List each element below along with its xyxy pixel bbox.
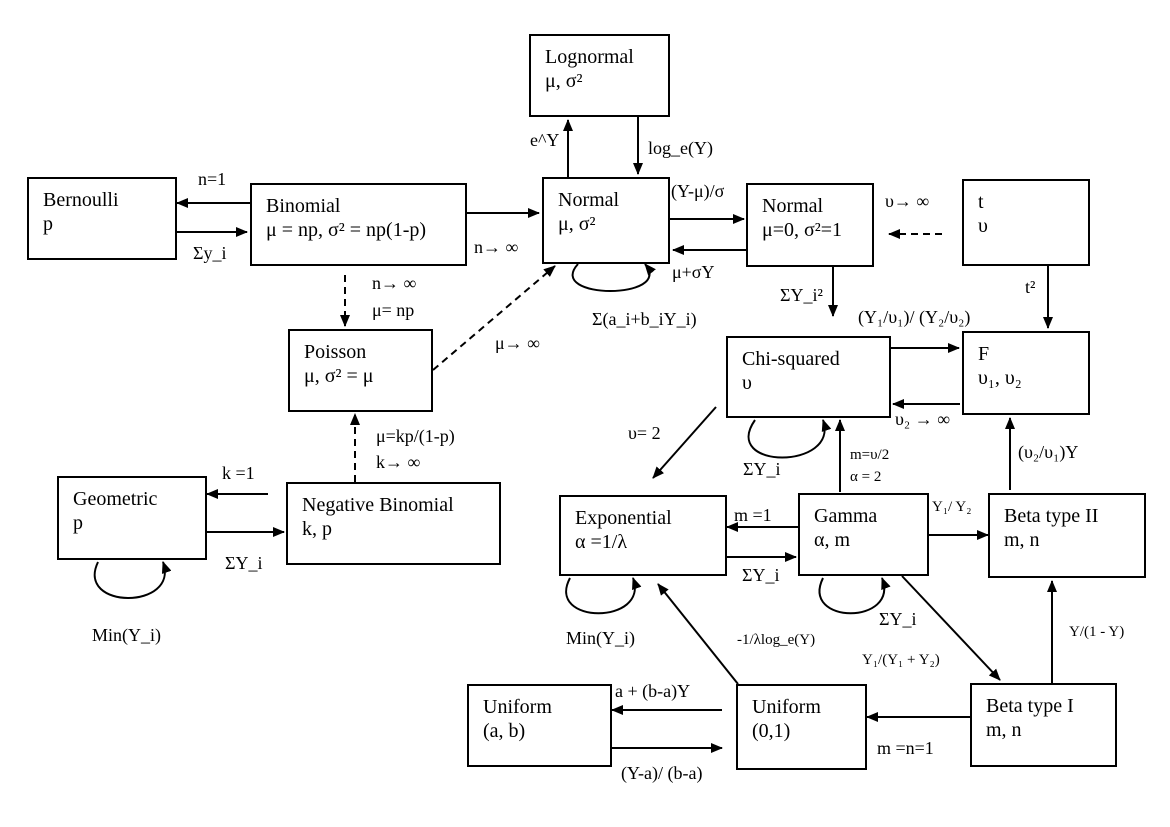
node-params: (0,1): [752, 720, 791, 742]
node-f: F υ₁, υ₂: [962, 331, 1090, 415]
arrow-gamma-to-beta-i: [901, 575, 1001, 681]
edge-label-gamma-to-chi-2: α = 2: [850, 469, 882, 485]
edge-label-poisson-to-normal: μ→ ∞: [495, 333, 540, 353]
edge-label-t-to-std-normal: υ→ ∞: [885, 191, 930, 211]
edge-label-negbin-to-geometric: k =1: [222, 463, 255, 483]
node-bernoulli: Bernoulli p: [27, 177, 177, 260]
node-t: t υ: [962, 179, 1090, 266]
node-title: Gamma: [814, 505, 878, 527]
loop-chi-squared: [747, 419, 832, 459]
edge-label-gamma-to-beta-i: Y₁/(Y₁ + Y₂): [862, 652, 940, 668]
node-title: Geometric: [73, 488, 158, 510]
node-params: μ, σ² = μ: [304, 365, 374, 387]
edge-label-beta-i-to-beta-ii: Y/(1 - Y): [1069, 624, 1125, 640]
edge-label-gamma-to-beta-ii: Y₁/ Y₂: [932, 499, 972, 515]
edge-label-gamma-to-exponential: m =1: [734, 505, 772, 525]
node-title: Beta type I: [986, 695, 1074, 717]
node-beta-i: Beta type I m, n: [970, 683, 1117, 767]
edge-label-chi-to-f: (Y₁/υ₁)/ (Y₂/υ₂): [858, 307, 971, 327]
node-std-normal: Normal μ=0, σ²=1: [746, 183, 874, 267]
node-title: Uniform: [483, 696, 552, 718]
arrow-uniform-to-exponential: [657, 583, 739, 685]
edge-label-chi-to-exponential: υ= 2: [628, 423, 661, 443]
node-title: Beta type II: [1004, 505, 1099, 527]
node-negative-binomial: Negative Binomial k, p: [286, 482, 501, 565]
node-params: μ, σ²: [545, 70, 583, 92]
node-beta-ii: Beta type II m, n: [988, 493, 1146, 578]
edge-label-lognormal-to-normal: log_e(Y): [648, 138, 713, 158]
node-params: p: [73, 512, 83, 534]
edge-label-exponential-self: Min(Y_i): [566, 628, 635, 648]
node-lognormal: Lognormal μ, σ²: [529, 34, 670, 117]
edge-label-negbin-to-poisson-2: k→ ∞: [376, 452, 421, 472]
node-params: υ: [978, 215, 988, 237]
edge-label-t-to-f: t²: [1025, 277, 1036, 297]
arrow-poisson-to-normal: [432, 265, 556, 371]
node-params: (a, b): [483, 720, 526, 742]
node-params: m, n: [1004, 529, 1040, 551]
edge-label-f-to-chi: υ₂ → ∞: [895, 409, 951, 429]
edge-label-chi-self: ΣY_i: [743, 459, 781, 479]
node-title: t: [978, 191, 984, 213]
node-title: Poisson: [304, 341, 367, 363]
loop-geometric: [94, 561, 172, 599]
node-title: F: [978, 343, 990, 365]
edge-label-uniformab-to-uniform01: (Y-a)/ (b-a): [621, 763, 703, 783]
edge-label-binomial-to-poisson-2: μ= np: [372, 300, 415, 320]
edge-label-normal-to-lognormal: e^Y: [530, 130, 560, 150]
edge-label-geometric-self: Min(Y_i): [92, 625, 161, 645]
edge-label-normal-self: Σ(a_i+b_iY_i): [592, 309, 697, 329]
node-title: Negative Binomial: [302, 494, 454, 516]
node-normal: Normal μ, σ²: [542, 177, 670, 264]
node-params: μ = np, σ² = np(1-p): [266, 219, 427, 241]
node-poisson: Poisson μ, σ² = μ: [288, 329, 433, 412]
node-chi-squared: Chi-squared υ: [726, 336, 891, 418]
edge-label-beta-ii-to-f: (υ₂/υ₁)Y: [1018, 442, 1079, 462]
node-title: Binomial: [266, 195, 341, 217]
node-title: Uniform: [752, 696, 821, 718]
node-params: μ=0, σ²=1: [762, 219, 843, 241]
edge-label-gamma-to-chi-1: m=υ/2: [850, 447, 890, 463]
node-params: α, m: [814, 529, 851, 551]
node-params: α =1/λ: [575, 531, 628, 553]
node-uniform-01: Uniform (0,1): [736, 684, 867, 770]
edge-label-uniform01-to-uniformab: a + (b-a)Y: [615, 681, 691, 701]
node-params: p: [43, 213, 53, 235]
node-params: m, n: [986, 719, 1022, 741]
edge-label-gamma-self: ΣY_i: [879, 609, 917, 629]
node-title: Normal: [762, 195, 824, 217]
loop-normal: [571, 263, 656, 292]
node-exponential: Exponential α =1/λ: [559, 495, 727, 576]
node-title: Chi-squared: [742, 348, 840, 370]
node-title: Normal: [558, 189, 620, 211]
loop-exponential: [565, 577, 642, 615]
edge-label-binomial-to-bernoulli: n=1: [198, 169, 227, 189]
edge-label-std-normal-to-normal: μ+σY: [672, 262, 715, 282]
node-params: k, p: [302, 518, 332, 540]
node-title: Lognormal: [545, 46, 634, 68]
edge-label-exponential-to-gamma: ΣY_i: [742, 565, 780, 585]
edge-label-negbin-to-poisson-1: μ=kp/(1-p): [376, 426, 455, 446]
edge-label-std-normal-to-chi: ΣY_i²: [780, 285, 823, 305]
node-title: Bernoulli: [43, 189, 119, 211]
loop-gamma: [818, 577, 891, 615]
node-geometric: Geometric p: [57, 476, 207, 560]
node-params: υ₁, υ₂: [978, 367, 1022, 389]
edge-label-bernoulli-to-binomial: Σy_i: [193, 243, 227, 263]
node-params: υ: [742, 372, 752, 394]
edge-label-normal-to-std-normal: (Y-μ)/σ: [671, 181, 725, 201]
edge-label-uniform-to-exponential: -1/λlog_e(Y): [737, 632, 816, 648]
edge-label-geometric-to-negbin: ΣY_i: [225, 553, 263, 573]
node-title: Exponential: [575, 507, 672, 529]
edge-label-binomial-to-poisson-1: n→ ∞: [372, 273, 417, 293]
arrow-chi-to-exponential: [652, 406, 717, 479]
edge-label-beta-i-to-uniform01: m =n=1: [877, 738, 934, 758]
node-gamma: Gamma α, m: [798, 493, 929, 576]
edge-label-binomial-to-normal: n→ ∞: [474, 237, 519, 257]
node-uniform-ab: Uniform (a, b): [467, 684, 612, 767]
node-binomial: Binomial μ = np, σ² = np(1-p): [250, 183, 467, 266]
node-params: μ, σ²: [558, 213, 596, 235]
